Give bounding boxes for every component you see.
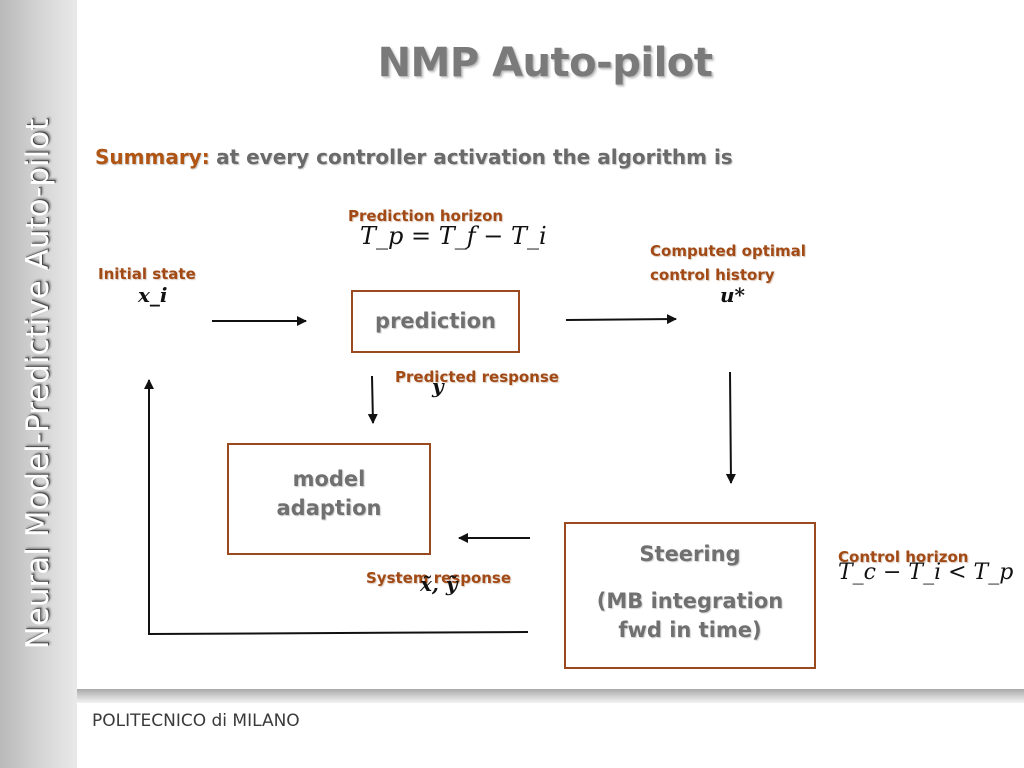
prediction-horizon-formula: T_p = T_f − T_i bbox=[360, 222, 547, 250]
initial-state-symbol: x_i bbox=[138, 283, 168, 307]
optimal-control-symbol: u* bbox=[720, 283, 745, 307]
slide-title: NMP Auto-pilot bbox=[377, 40, 713, 86]
predicted-response-label: Predicted response bbox=[395, 368, 559, 386]
prediction-box: prediction bbox=[351, 290, 520, 353]
model-adaption-box: model adaption bbox=[227, 443, 431, 555]
model-box-line1: model bbox=[292, 467, 366, 491]
steering-title: Steering bbox=[639, 542, 741, 566]
prediction-box-label: prediction bbox=[375, 309, 496, 333]
system-response-symbol: x̃, ỹ bbox=[420, 572, 458, 596]
arrow-prediction-to-model bbox=[367, 375, 378, 424]
sidebar: Neural Model-Predictive Auto-pilot bbox=[0, 0, 77, 768]
arrow-prediction-to-control bbox=[565, 314, 677, 325]
prediction-horizon-label: Prediction horizon bbox=[348, 207, 504, 225]
footer-band bbox=[77, 689, 1024, 703]
control-horizon-label: Control horizon bbox=[838, 548, 969, 566]
control-horizon-formula: T_c − T_i < T_p bbox=[838, 560, 1014, 585]
model-box-line2: adaption bbox=[276, 496, 382, 520]
steering-box: Steering (MB integration fwd in time) bbox=[564, 522, 816, 669]
initial-state-label: Initial state bbox=[98, 265, 196, 283]
summary-text: at every controller activation the algor… bbox=[216, 145, 733, 169]
arrow-control-to-steering bbox=[725, 371, 736, 484]
steering-line2: fwd in time) bbox=[618, 618, 762, 642]
computed-label-line1: Computed optimal bbox=[650, 242, 806, 260]
predicted-response-symbol: y bbox=[432, 374, 444, 398]
footer-institution: POLITECNICO di MILANO bbox=[92, 711, 300, 731]
summary-line: Summary: at every controller activation … bbox=[95, 145, 733, 169]
computed-label-line2: control history bbox=[650, 266, 775, 284]
feedback-loop-line bbox=[144, 379, 529, 636]
summary-lead: Summary: bbox=[95, 145, 210, 169]
system-response-label: System response bbox=[366, 569, 512, 587]
steering-line1: (MB integration bbox=[596, 589, 784, 613]
